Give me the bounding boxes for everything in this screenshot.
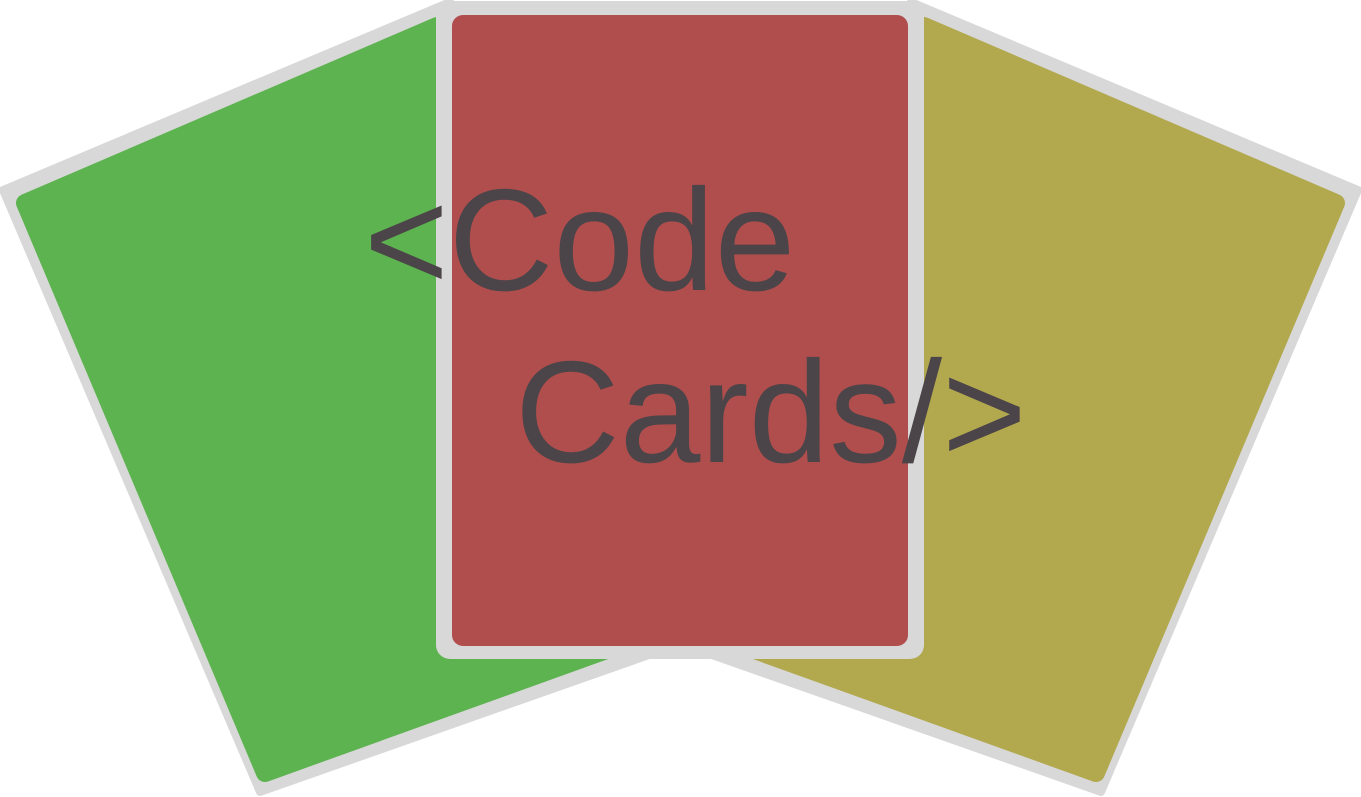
logo-line-2: Cards/> [515,331,1027,493]
logo-line-1: <Code [364,159,795,321]
card-center [436,1,924,659]
